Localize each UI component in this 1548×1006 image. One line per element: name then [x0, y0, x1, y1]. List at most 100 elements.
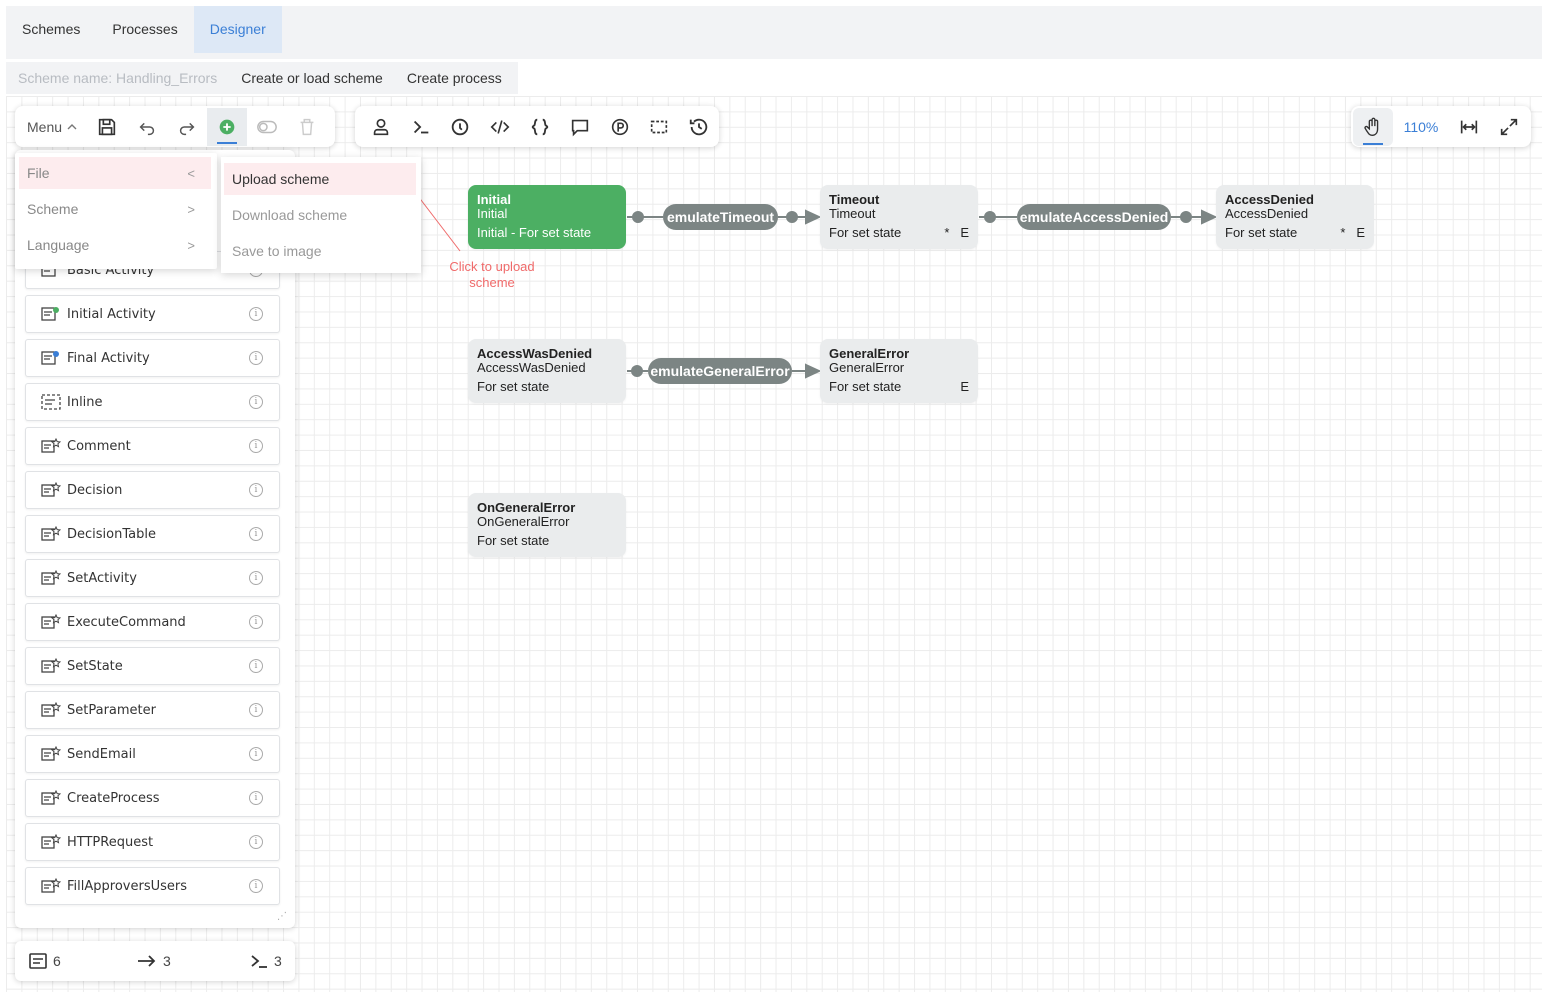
transition-emulate-general-error[interactable]: emulateGeneralError	[648, 358, 792, 384]
activity-label: SetActivity	[67, 570, 137, 586]
activity-label: SendEmail	[67, 746, 136, 762]
info-icon[interactable]: i	[249, 307, 263, 321]
transition-emulate-timeout[interactable]: emulateTimeout	[663, 204, 778, 230]
upload-scheme-item[interactable]: Upload scheme	[224, 163, 416, 195]
info-icon[interactable]: i	[249, 395, 263, 409]
activity-item[interactable]: Comment i	[25, 427, 280, 465]
node-timeout[interactable]: Timeout Timeout For set state* E	[820, 185, 978, 249]
tab-designer[interactable]: Designer	[193, 6, 282, 53]
menu-button[interactable]: Menu	[27, 119, 77, 135]
activity-label: CreateProcess	[67, 790, 160, 806]
activity-item[interactable]: CreateProcess i	[25, 779, 280, 817]
activity-label: Initial Activity	[67, 306, 156, 322]
info-icon[interactable]: i	[249, 571, 263, 585]
node-on-general-error[interactable]: OnGeneralError OnGeneralError For set st…	[468, 493, 626, 557]
save-icon[interactable]	[87, 108, 127, 146]
delete-icon[interactable]	[287, 108, 327, 146]
parameter-icon[interactable]	[600, 108, 640, 146]
activity-icon	[41, 746, 61, 762]
history-icon[interactable]	[679, 108, 719, 146]
info-icon[interactable]: i	[249, 659, 263, 673]
scheme-stats: 6 3 3	[15, 941, 295, 981]
menu-item-scheme[interactable]: Scheme >	[27, 201, 195, 217]
activity-item[interactable]: SetActivity i	[25, 559, 280, 597]
scheme-name-label: Scheme name: Handling_Errors	[18, 70, 218, 86]
activity-label: FillApproversUsers	[67, 878, 187, 894]
activity-item[interactable]: Final Activity i	[25, 339, 280, 377]
activity-item[interactable]: Inline i	[25, 383, 280, 421]
activity-item[interactable]: SendEmail i	[25, 735, 280, 773]
create-process-link[interactable]: Create process	[406, 70, 502, 86]
info-icon[interactable]: i	[249, 351, 263, 365]
transition-emulate-access-denied[interactable]: emulateAccessDenied	[1017, 204, 1171, 230]
command-icon[interactable]	[401, 108, 441, 146]
fullscreen-icon[interactable]	[1489, 108, 1529, 146]
tab-schemes[interactable]: Schemes	[22, 21, 81, 37]
info-icon[interactable]: i	[249, 835, 263, 849]
hand-icon[interactable]	[1353, 107, 1393, 146]
chevron-up-icon	[67, 123, 77, 129]
node-access-denied[interactable]: AccessDenied AccessDenied For set state*…	[1216, 185, 1374, 249]
selection-icon[interactable]	[639, 108, 679, 146]
activity-item[interactable]: Decision i	[25, 471, 280, 509]
activity-count-icon	[29, 953, 47, 969]
braces-icon[interactable]	[520, 108, 560, 146]
create-or-load-scheme-link[interactable]: Create or load scheme	[241, 70, 383, 86]
info-icon[interactable]: i	[249, 615, 263, 629]
chevron-right-icon: >	[187, 237, 195, 253]
actor-icon[interactable]	[361, 108, 401, 146]
code-icon[interactable]	[480, 108, 520, 146]
activity-label: Decision	[67, 482, 123, 498]
fit-width-icon[interactable]	[1449, 108, 1489, 146]
activity-icon	[41, 790, 61, 806]
activity-item[interactable]: DecisionTable i	[25, 515, 280, 553]
menu-item-language[interactable]: Language >	[27, 237, 195, 253]
menu-item-file[interactable]: File <	[19, 157, 211, 189]
activity-item[interactable]: Initial Activity i	[25, 295, 280, 333]
activity-icon	[41, 702, 61, 718]
download-scheme-item[interactable]: Download scheme	[232, 207, 348, 223]
info-icon[interactable]: i	[249, 527, 263, 541]
node-access-was-denied[interactable]: AccessWasDenied AccessWasDenied For set …	[468, 339, 626, 403]
timer-icon[interactable]	[441, 108, 481, 146]
activity-icon	[41, 438, 61, 454]
activity-item[interactable]: SetParameter i	[25, 691, 280, 729]
element-toolbar	[355, 106, 719, 147]
chevron-left-icon: <	[187, 165, 195, 181]
tab-processes[interactable]: Processes	[112, 21, 178, 37]
main-toolbar: Menu	[15, 106, 335, 147]
activity-label: SetParameter	[67, 702, 156, 718]
save-to-image-item[interactable]: Save to image	[232, 243, 322, 259]
undo-icon[interactable]	[127, 108, 167, 146]
info-icon[interactable]: i	[249, 703, 263, 717]
activity-label: DecisionTable	[67, 526, 156, 542]
activity-label: Inline	[67, 394, 103, 410]
info-icon[interactable]: i	[249, 879, 263, 893]
activity-label: Comment	[67, 438, 131, 454]
commands-count: 3	[250, 941, 282, 981]
add-icon[interactable]	[207, 107, 248, 146]
activity-icon	[41, 306, 61, 322]
toggle-icon[interactable]	[247, 108, 287, 146]
activity-icon	[41, 482, 61, 498]
node-initial[interactable]: Initial Initial Initial - For set state	[468, 185, 626, 249]
info-icon[interactable]: i	[249, 791, 263, 805]
file-menu: File < Scheme > Language >	[15, 153, 217, 269]
info-icon[interactable]: i	[249, 439, 263, 453]
redo-icon[interactable]	[167, 108, 207, 146]
node-flags: E	[960, 379, 969, 394]
info-icon[interactable]: i	[249, 747, 263, 761]
comment-icon[interactable]	[560, 108, 600, 146]
transitions-count: 3	[137, 941, 171, 981]
activity-label: Final Activity	[67, 350, 150, 366]
activity-icon	[41, 526, 61, 542]
resize-handle-icon[interactable]: ⋰	[277, 911, 287, 922]
activity-item[interactable]: FillApproversUsers i	[25, 867, 280, 905]
zoom-level[interactable]: 110%	[1403, 118, 1439, 135]
activity-icon	[41, 878, 61, 894]
info-icon[interactable]: i	[249, 483, 263, 497]
